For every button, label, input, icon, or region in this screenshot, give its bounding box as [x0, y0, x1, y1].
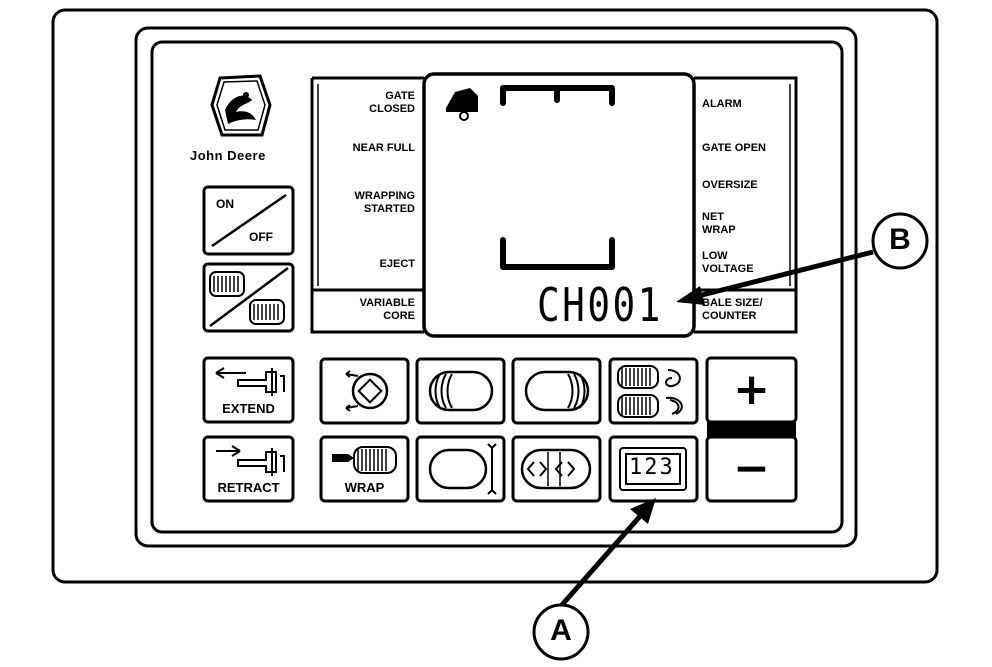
retract-label: RETRACT — [217, 480, 280, 495]
wrap-button[interactable] — [321, 437, 408, 501]
bale-shape-button-shape — [608, 357, 699, 425]
near-full-label: NEAR FULL — [352, 142, 415, 154]
wrap-label: WRAP — [344, 480, 385, 495]
lcd-screen — [422, 72, 696, 338]
minus-button[interactable] — [707, 437, 796, 501]
oversize-label: OVERSIZE — [702, 179, 758, 191]
wrap-width-button[interactable] — [513, 437, 600, 501]
gate-open-label: GATE OPEN — [702, 142, 766, 154]
bale-shape-button[interactable] — [610, 359, 697, 423]
counter-digits: 123 — [629, 455, 675, 480]
callout-b-label: B — [889, 223, 911, 256]
off-label: OFF — [249, 230, 273, 244]
bale-size-counter-label: BALE SIZE/COUNTER — [702, 297, 763, 322]
extend-label: EXTEND — [222, 401, 275, 416]
monitor-housing — [51, 8, 939, 584]
retract-button[interactable] — [204, 437, 293, 501]
plus-label: + — [733, 364, 770, 415]
on-off-button-shape — [202, 185, 295, 256]
baler-icon — [446, 88, 478, 121]
bale-diameter-button-shape — [415, 435, 506, 503]
plus-button[interactable] — [707, 358, 796, 422]
left-indicator-panel — [310, 76, 424, 334]
right-indicator-panel — [694, 76, 798, 334]
right-side-wrap-button-shape — [511, 357, 602, 425]
retract-button-shape — [202, 435, 295, 503]
wrap-type-select-button[interactable] — [204, 264, 293, 331]
monitor-bezel — [134, 26, 858, 548]
bale-diameter-button[interactable] — [417, 437, 504, 501]
on-off-button[interactable] — [204, 187, 293, 254]
callout-a-label: A — [550, 614, 572, 647]
wrap-type-button-shape — [202, 262, 295, 333]
tie-start-button-shape — [319, 357, 410, 425]
minus-label: − — [733, 443, 770, 494]
john-deere-logo-icon — [210, 74, 272, 137]
counter-button[interactable] — [610, 437, 697, 501]
left-side-wrap-button-shape — [415, 357, 506, 425]
plus-minus-panel — [705, 356, 798, 503]
wrap-button-shape — [319, 435, 410, 503]
alarm-label: ALARM — [702, 98, 742, 110]
bale-chamber-indicator — [500, 85, 615, 270]
eject-label: EJECT — [379, 258, 415, 270]
extend-button-shape — [202, 356, 295, 424]
right-side-wrap-button[interactable] — [513, 359, 600, 423]
on-label: ON — [216, 197, 234, 211]
left-side-wrap-button[interactable] — [417, 359, 504, 423]
tie-start-button[interactable] — [321, 359, 408, 423]
callout-a-leader — [532, 498, 656, 661]
monitor-face — [150, 40, 844, 534]
extend-button[interactable] — [204, 358, 293, 422]
wrap-width-button-shape — [511, 435, 602, 503]
brand-name: John Deere — [190, 148, 266, 163]
callout-b-leader — [676, 212, 929, 305]
lcd-readout: CH001 — [537, 278, 663, 332]
